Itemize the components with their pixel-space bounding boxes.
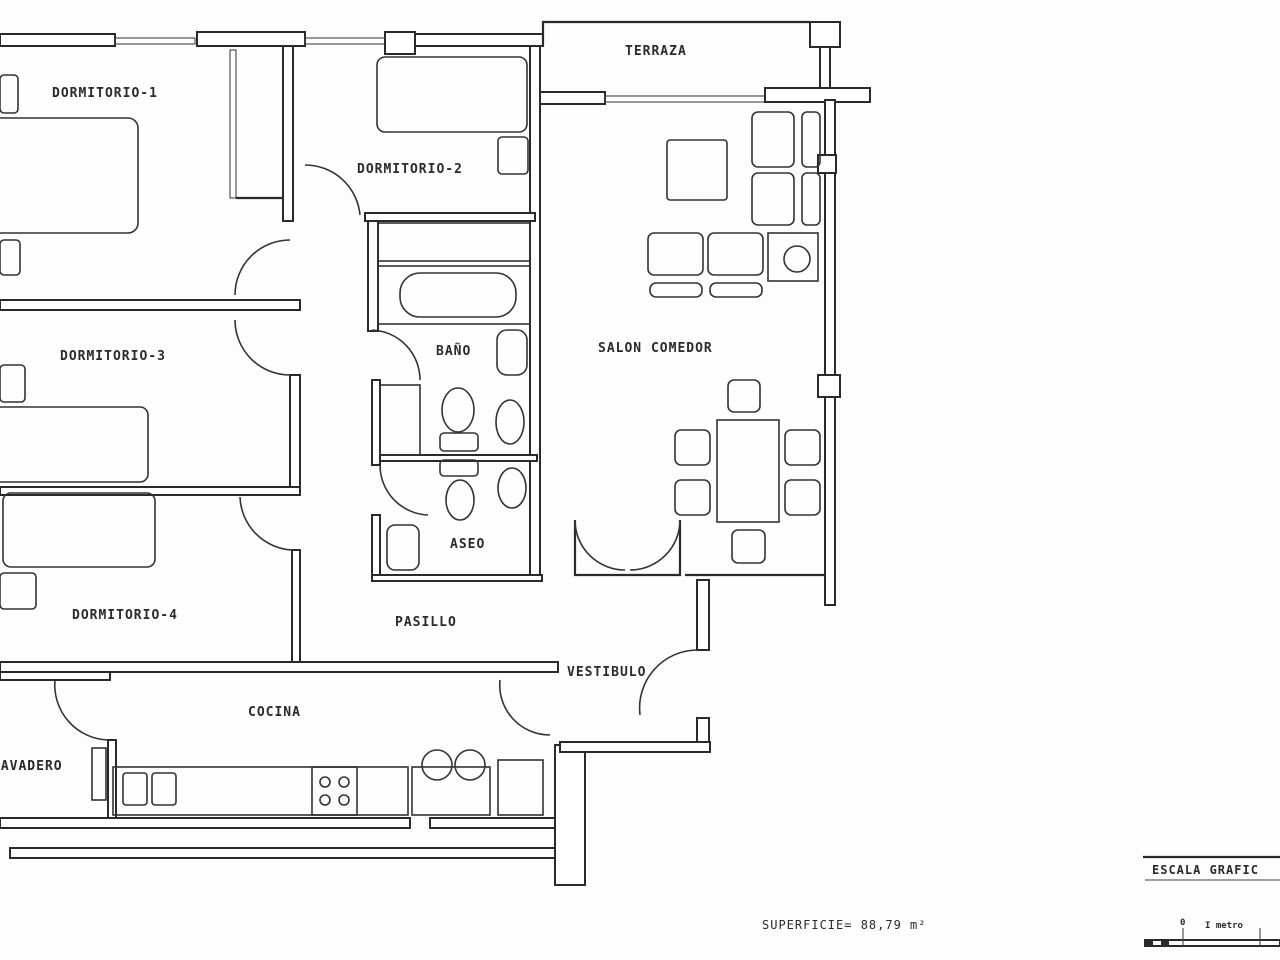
room-label-dormitorio-3: DORMITORIO-3 (60, 349, 166, 364)
surface-area: SUPERFICIE= 88,79 m² (762, 918, 927, 932)
room-label-aseo: ASEO (450, 537, 486, 552)
room-label-dormitorio-2: DORMITORIO-2 (357, 162, 463, 177)
scale-unit: I metro (1205, 921, 1243, 931)
room-label-dormitorio-1: DORMITORIO-1 (52, 86, 158, 101)
scale-bar (1143, 855, 1280, 947)
room-label-bano: BAÑO (436, 344, 472, 359)
room-label-dormitorio-4: DORMITORIO-4 (72, 608, 178, 623)
room-label-cocina: COCINA (248, 705, 301, 720)
doors (53, 164, 698, 741)
furniture (0, 56, 821, 816)
room-label-salon-comedor: SALON COMEDOR (598, 341, 713, 356)
room-label-terraza: TERRAZA (625, 44, 687, 59)
room-label-pasillo: PASILLO (395, 615, 457, 630)
room-label-vestibulo: VESTIBULO (567, 665, 647, 680)
scale-zero: 0 (1180, 918, 1186, 928)
scale-title: ESCALA GRAFIC (1152, 863, 1259, 877)
walls (0, 20, 871, 886)
room-label-lavadero: LAVADERO (0, 759, 63, 774)
